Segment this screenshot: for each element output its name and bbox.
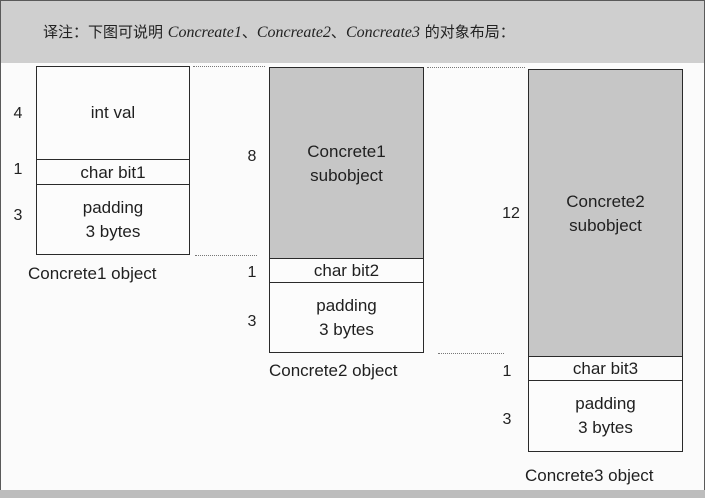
- translator-note: 译注：下图可说明 Concreate1、Concreate2、Concreate…: [43, 21, 515, 42]
- c3-caption: Concrete3 object: [525, 466, 654, 485]
- note-class1: Concreate1: [167, 24, 242, 41]
- note-class2: Concreate2: [256, 24, 331, 41]
- note-sep2: 、: [330, 23, 346, 41]
- c3-size-padding: 3: [502, 411, 512, 428]
- dotted-connector-top-2: [427, 67, 525, 68]
- c2-concrete1-subobject-layer: Concrete1 subobject: [269, 67, 424, 260]
- c3-size-char: 1: [502, 363, 512, 380]
- c1-size-char: 1: [13, 161, 23, 178]
- c2-size-char: 1: [247, 264, 257, 281]
- c1-padding-layer: padding 3 bytes: [36, 184, 190, 255]
- c2-caption: Concrete2 object: [269, 361, 398, 380]
- c3-char-bit3-layer: char bit3: [528, 356, 683, 382]
- bottom-strip: [0, 490, 705, 498]
- dotted-connector-c2-end: [438, 353, 504, 354]
- c1-int-val-layer: int val: [36, 66, 190, 161]
- header-bar: 译注：下图可说明 Concreate1、Concreate2、Concreate…: [1, 1, 704, 63]
- note-suffix: 的对象布局：: [420, 23, 515, 41]
- c2-char-bit2-layer: char bit2: [269, 258, 424, 284]
- c1-char-bit1-layer: char bit1: [36, 159, 190, 186]
- c1-size-int-val: 4: [13, 105, 23, 122]
- c2-padding-layer: padding 3 bytes: [269, 282, 424, 353]
- c1-caption: Concrete1 object: [28, 264, 157, 283]
- note-class3: Concreate3: [345, 24, 420, 41]
- c2-size-subobject: 8: [247, 148, 257, 165]
- dotted-connector-top-1: [193, 66, 265, 67]
- c2-size-padding: 3: [247, 313, 257, 330]
- note-sep1: 、: [241, 23, 257, 41]
- dotted-connector-c1-end: [195, 255, 257, 256]
- note-prefix: 译注：下图可说明: [43, 23, 168, 41]
- c3-size-subobject: 12: [502, 205, 520, 222]
- c3-concrete2-subobject-layer: Concrete2 subobject: [528, 69, 683, 358]
- c1-size-padding: 3: [13, 207, 23, 224]
- c3-padding-layer: padding 3 bytes: [528, 380, 683, 452]
